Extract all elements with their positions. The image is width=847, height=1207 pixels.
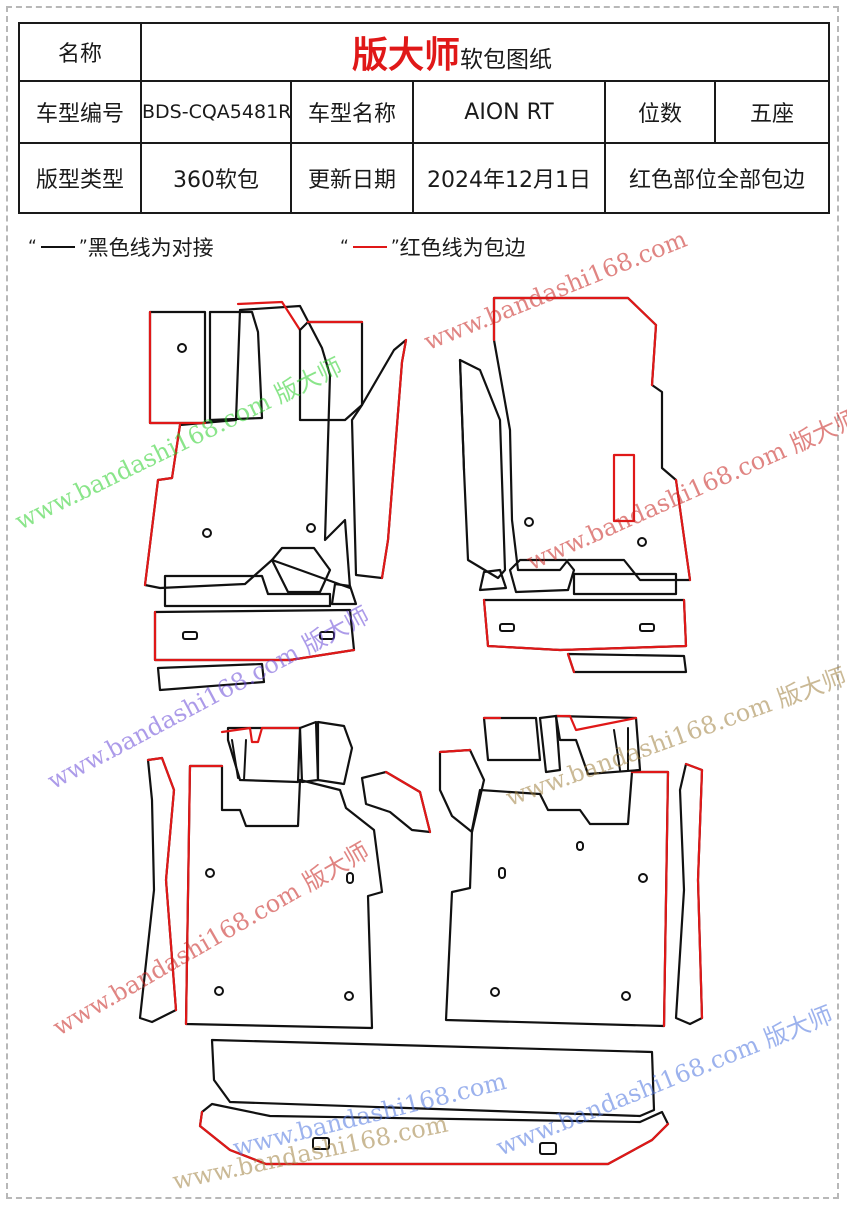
trunk-mats: [198, 1038, 670, 1166]
spec-row-1: 车型编号 BDS-CQA5481R 车型名称 AION RT 位数 五座: [18, 80, 831, 144]
spec-table: 名称 版大师软包图纸 车型编号 BDS-CQA5481R 车型名称 AION R…: [18, 22, 831, 214]
pattern-type-value: 360软包: [140, 142, 292, 214]
front-left-mat: [143, 300, 408, 692]
seats-label: 位数: [604, 80, 716, 144]
title-cell: 版大师软包图纸: [139, 22, 831, 82]
model-code-label: 车型编号: [18, 80, 142, 144]
front-right-mat: [458, 296, 692, 674]
red-edge-note: 红色部位全部包边: [603, 142, 831, 214]
legend-red-text: 红色线为包边: [399, 236, 526, 260]
doc-type: 软包图纸: [460, 47, 553, 73]
model-name-value: AION RT: [412, 80, 606, 144]
rear-left-mat: [138, 720, 432, 1030]
model-code-value: BDS-CQA5481R: [140, 80, 292, 144]
spec-row-2: 版型类型 360软包 更新日期 2024年12月1日 红色部位全部包边: [18, 142, 831, 214]
update-date-label: 更新日期: [290, 142, 414, 214]
black-line-swatch: [40, 246, 75, 248]
brand-title: 版大师: [352, 35, 461, 76]
pattern-type-label: 版型类型: [18, 142, 142, 214]
seats-value: 五座: [713, 80, 831, 144]
model-name-label: 车型名称: [290, 80, 414, 144]
update-date-value: 2024年12月1日: [412, 142, 606, 214]
legend-red: “”红色线为包边: [340, 232, 526, 262]
spec-header-row: 名称 版大师软包图纸: [18, 22, 831, 82]
legend-black: “”黑色线为对接: [28, 232, 214, 262]
legend-black-text: 黑色线为对接: [87, 236, 214, 260]
name-label: 名称: [18, 22, 142, 82]
red-line-swatch: [352, 246, 387, 248]
rear-right-mat: [438, 714, 704, 1028]
page-border: [6, 6, 839, 1199]
